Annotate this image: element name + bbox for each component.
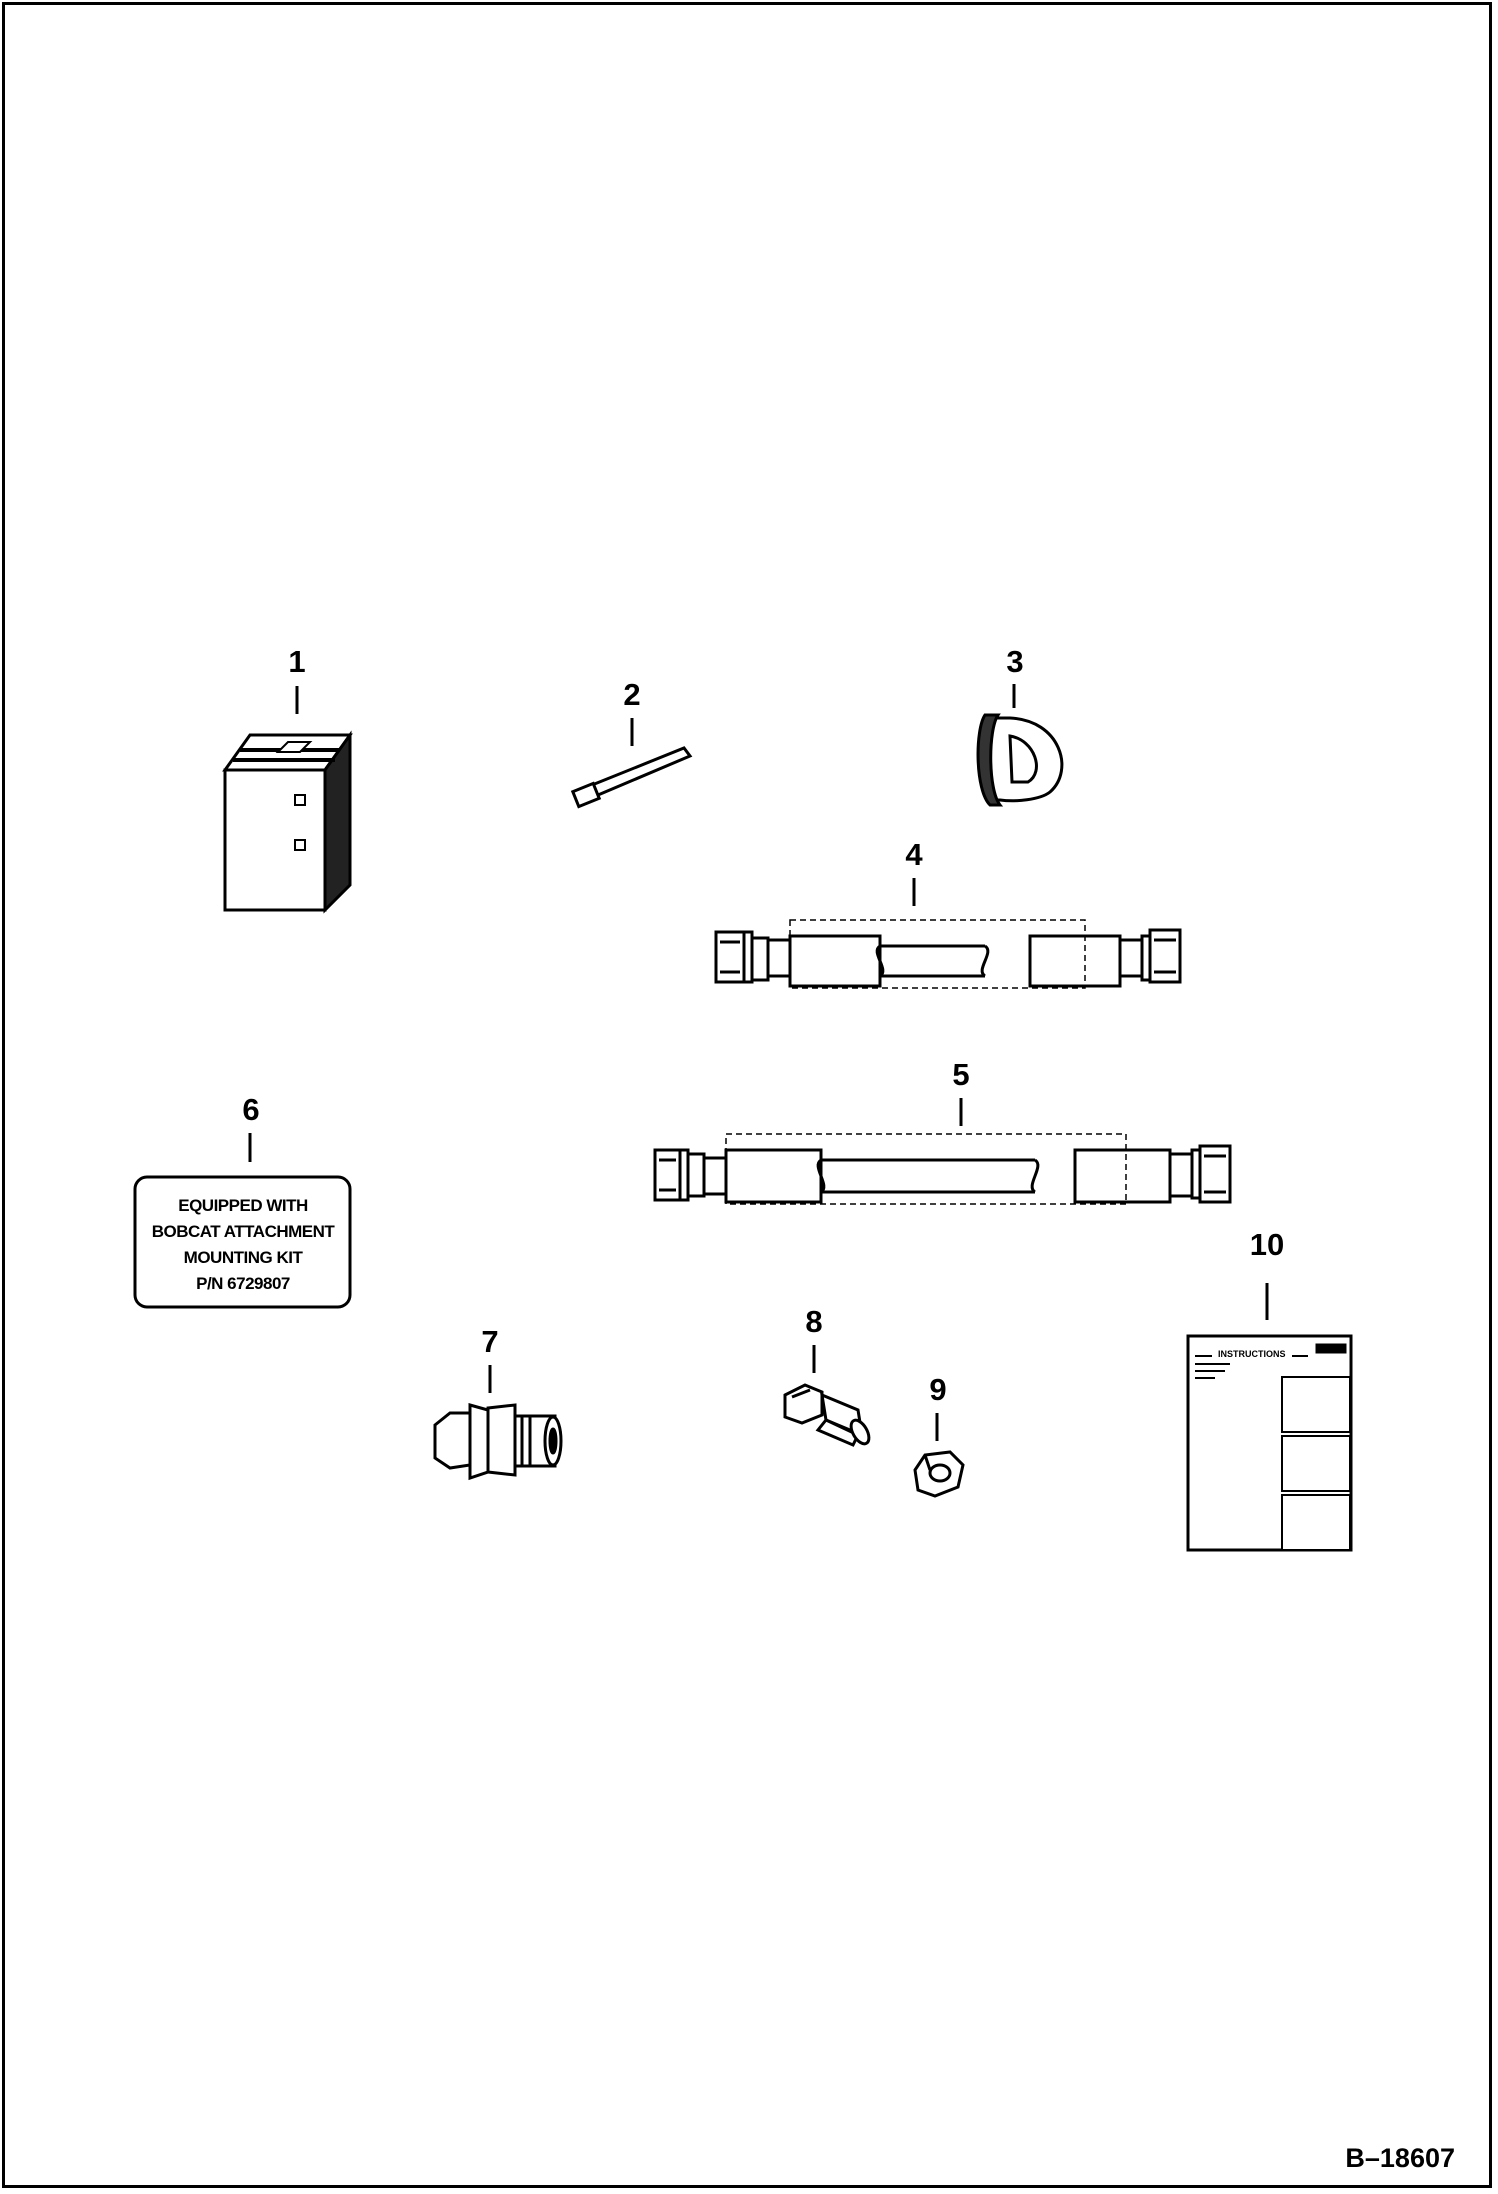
instruction-sheet-icon [1186, 1334, 1353, 1552]
hydraulic-hose-icon [714, 919, 1182, 989]
callout-1: 1 [288, 644, 305, 679]
hex-nut-icon [913, 1450, 965, 1498]
hydraulic-hose-icon [653, 1133, 1232, 1205]
callout-5: 5 [952, 1057, 969, 1092]
decal-line-1: EQUIPPED WITH [178, 1196, 308, 1215]
callout-9: 9 [929, 1372, 946, 1407]
cable-tie-icon [570, 746, 693, 809]
reference-code: B–18607 [1345, 2143, 1455, 2173]
storage-case-icon [222, 730, 353, 914]
decal-line-2: BOBCAT ATTACHMENT [152, 1222, 336, 1241]
rubber-grommet-icon [976, 713, 1064, 807]
callout-7: 7 [481, 1324, 498, 1359]
callout-6: 6 [242, 1092, 259, 1127]
hydraulic-fitting-icon [433, 1403, 563, 1481]
decal-icon [133, 1175, 352, 1309]
decal-line-3: MOUNTING KIT [184, 1248, 304, 1267]
callout-2: 2 [623, 677, 640, 712]
callout-8: 8 [805, 1304, 822, 1339]
callout-3: 3 [1006, 644, 1023, 679]
callout-4: 4 [905, 837, 923, 872]
instruction-sheet-title: INSTRUCTIONS [1218, 1349, 1286, 1359]
decal-line-4: P/N 6729807 [196, 1274, 290, 1293]
callout-10: 10 [1250, 1227, 1284, 1262]
hex-bolt-icon [783, 1383, 871, 1447]
